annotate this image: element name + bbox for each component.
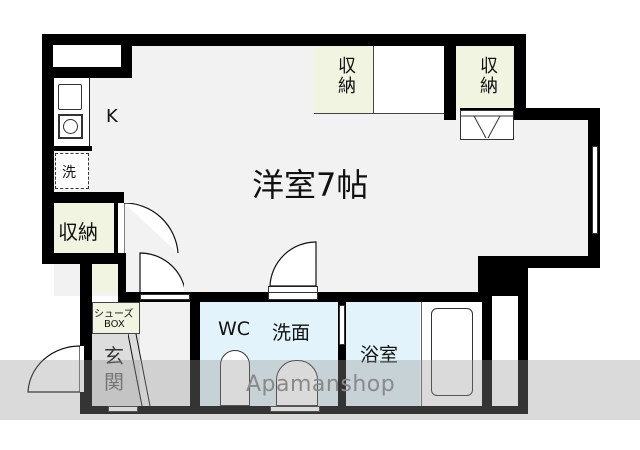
wet-left-wall [190, 292, 200, 412]
washroom-label: 洗面 [272, 322, 311, 344]
shoe-box-upper [92, 264, 118, 292]
bottom-window-wash [270, 406, 320, 412]
wc-label: WC [218, 318, 251, 340]
entrance-floor [92, 334, 140, 406]
entrance-door-icon[interactable] [26, 344, 82, 394]
storage-left [54, 203, 114, 253]
storage-top-mid [374, 46, 444, 114]
wet-area-top-wall [120, 292, 520, 302]
watermark-text: Apamanshop [246, 372, 396, 397]
washer-space [55, 153, 89, 189]
bathroom-door[interactable] [339, 305, 345, 345]
kitchen-label: K [106, 106, 118, 127]
bathroom [346, 302, 420, 406]
sink-basin-icon [276, 360, 318, 406]
entrance-door-leaf [80, 346, 84, 392]
kitchen-counter-bottom [54, 146, 92, 151]
closet-folding-door[interactable] [460, 110, 514, 140]
step-lines [128, 333, 151, 406]
window-right [592, 146, 598, 234]
hall-wall-right [118, 253, 126, 303]
door-swing-icon [269, 241, 317, 287]
hall-floor [140, 302, 190, 406]
storage-left-label: 収納 [58, 220, 98, 244]
door-opening [268, 292, 318, 300]
main-room-label: 洋室7帖 [252, 166, 369, 204]
shoe-box-label-2: BOX [104, 319, 125, 330]
bath-outer-wall [518, 268, 528, 412]
storage-left-door[interactable] [118, 203, 124, 253]
stove-icon [58, 114, 83, 139]
shoe-box-label-1: シューズ [94, 309, 134, 320]
kitchen-upper-cabinet [53, 45, 121, 67]
storage-top-left [314, 46, 374, 114]
sink-icon [58, 84, 82, 110]
entrance-label-1: 玄 [104, 344, 124, 368]
toilet-icon [220, 350, 250, 406]
door-opening [140, 294, 190, 300]
bathroom-label: 浴室 [360, 344, 399, 366]
area-right-top [522, 34, 640, 108]
storage-top-right [456, 46, 514, 108]
bath-right-wall [482, 296, 492, 412]
storage-top-right-label: 収納 [477, 56, 498, 96]
balcony-strip [492, 296, 518, 406]
washer-label: 洗 [62, 165, 76, 181]
bath-divider-wall [338, 302, 346, 406]
area-right-bottom [528, 268, 640, 450]
closet-right-wall [514, 34, 526, 120]
entrance-label-2: 関 [104, 370, 124, 394]
closet-divider-wall [444, 34, 456, 120]
bathtub-icon [431, 308, 473, 396]
shoe-box [92, 302, 140, 334]
outer-wall-top [42, 34, 522, 46]
door-swing-icon [124, 203, 184, 300]
bottom-window-entrance [108, 406, 138, 412]
storage-top-left-label: 収納 [335, 56, 356, 96]
